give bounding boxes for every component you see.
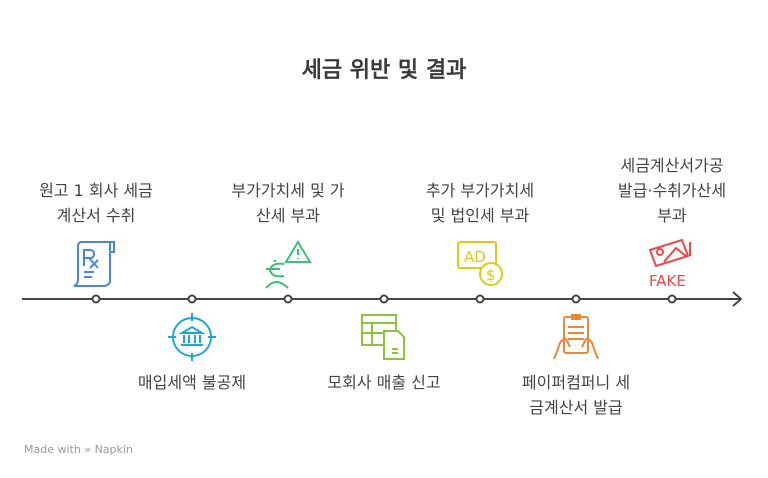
footer-credit: Made with » Napkin	[24, 443, 133, 456]
napkin-logo-icon: »	[84, 443, 92, 456]
svg-text:$: $	[486, 266, 496, 284]
timeline-node-3	[283, 294, 293, 304]
clipboard-hands-icon	[553, 314, 599, 360]
euro-warning-icon	[265, 240, 312, 289]
ad-dollar-icon: AD $	[457, 241, 503, 286]
timeline-node-7	[667, 294, 677, 304]
timeline-node-5	[475, 294, 485, 304]
made-with-text: Made with	[24, 443, 81, 456]
svg-text:FAKE: FAKE	[649, 272, 686, 288]
diagram-title: 세금 위반 및 결과	[301, 58, 467, 83]
bank-target-icon	[168, 313, 216, 361]
timeline-node-6	[571, 294, 581, 304]
timeline-node-2	[187, 294, 197, 304]
timeline-node-1	[91, 294, 101, 304]
svg-text:AD: AD	[464, 248, 486, 266]
fake-image-icon: FAKE	[648, 238, 691, 288]
event-label-4: 모회사 매출 신고	[327, 373, 441, 392]
event-label-2: 매입세액 불공제	[137, 373, 247, 392]
napkin-brand: Napkin	[94, 443, 133, 456]
spreadsheet-document-icon	[361, 314, 405, 360]
timeline-node-4	[379, 294, 389, 304]
timeline-arrow-icon	[732, 291, 743, 307]
prescription-icon	[73, 241, 115, 287]
